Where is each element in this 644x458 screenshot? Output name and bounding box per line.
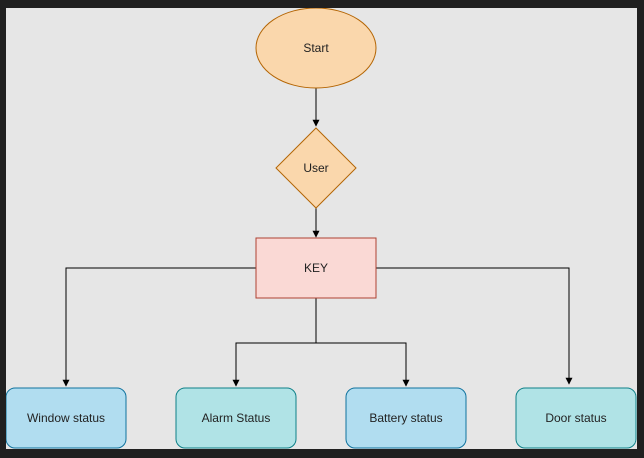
user-node: User: [275, 127, 357, 209]
window-status-node: Window status: [6, 387, 127, 449]
start-shape: [255, 8, 377, 89]
edge-key-door: [376, 267, 573, 385]
door-status-shape: [515, 387, 637, 449]
key-node: KEY: [255, 237, 377, 299]
alarm-status-shape: [175, 387, 297, 449]
connectors: [62, 88, 573, 387]
alarm-status-label: Alarm Status: [202, 411, 271, 425]
user-shape: [275, 127, 357, 209]
edge-key-alarm: [232, 298, 317, 387]
door-status-node: Door status: [515, 387, 637, 449]
battery-status-node: Battery status: [345, 387, 467, 449]
battery-status-shape: [345, 387, 467, 449]
alarm-status-node: Alarm Status: [175, 387, 297, 449]
window-status-shape: [6, 387, 127, 449]
battery-status-label: Battery status: [369, 411, 442, 425]
window-status-label: Window status: [27, 411, 105, 425]
key-shape: [255, 237, 377, 299]
edge-key-battery: [316, 342, 410, 387]
door-status-label: Door status: [545, 411, 606, 425]
start-label: Start: [303, 41, 329, 55]
diagram-canvas: Start User KEY Window status Alarm Statu…: [6, 8, 637, 449]
flowchart: Start User KEY Window status Alarm Statu…: [6, 8, 637, 449]
user-label: User: [303, 161, 328, 175]
edge-key-window: [62, 267, 256, 387]
key-label: KEY: [304, 261, 328, 275]
start-node: Start: [255, 8, 377, 89]
